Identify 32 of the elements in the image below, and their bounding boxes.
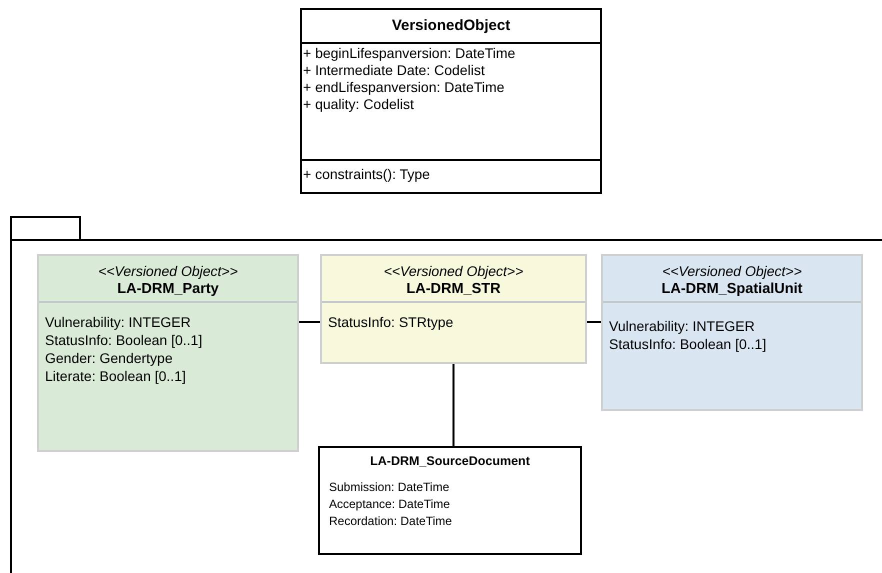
attribute-text: + quality: Codelist [303, 96, 415, 113]
attribute-text: StatusInfo: Boolean [0..1] [609, 335, 768, 353]
association-line [587, 321, 601, 323]
stereotype-label: <<Versioned Object>> [97, 262, 239, 280]
attribute-text: Gender: Gendertype [45, 349, 174, 367]
class-box [37, 254, 299, 452]
association-line [452, 364, 454, 446]
attribute-text: Literate: Boolean [0..1] [45, 367, 187, 385]
class-name: LA-DRM_Party [116, 280, 220, 298]
method-text: + constraints(): Type [303, 166, 431, 183]
class-box [601, 254, 863, 411]
class-name: LA-DRM_SpatialUnit [660, 280, 804, 298]
class-box [320, 254, 587, 364]
package-frame [10, 216, 882, 573]
stereotype-label: <<Versioned Object>> [382, 262, 524, 280]
class-box [300, 8, 602, 194]
attribute-text: StatusInfo: STRtype [328, 313, 454, 331]
attribute-text: Vulnerability: INTEGER [609, 317, 756, 335]
attribute-text: Submission: DateTime [329, 478, 450, 496]
class-name: LA-DRM_SourceDocument [369, 453, 531, 470]
class-name: LA-DRM_STR [405, 280, 502, 298]
stereotype-label: <<Versioned Object>> [661, 262, 803, 280]
attribute-text: Acceptance: DateTime [329, 496, 451, 513]
attribute-text: Recordation: DateTime [329, 512, 453, 530]
attribute-text: + beginLifespanversion: DateTime [303, 45, 516, 62]
class-box [318, 446, 582, 555]
attribute-text: + endLifespanversion: DateTime [303, 79, 506, 96]
attribute-text: + Intermediate Date: Codelist [303, 62, 486, 79]
attribute-text: Vulnerability: INTEGER [45, 313, 192, 331]
attribute-text: StatusInfo: Boolean [0..1] [45, 331, 204, 349]
association-line [299, 321, 320, 323]
class-name: VersionedObject [392, 16, 510, 36]
